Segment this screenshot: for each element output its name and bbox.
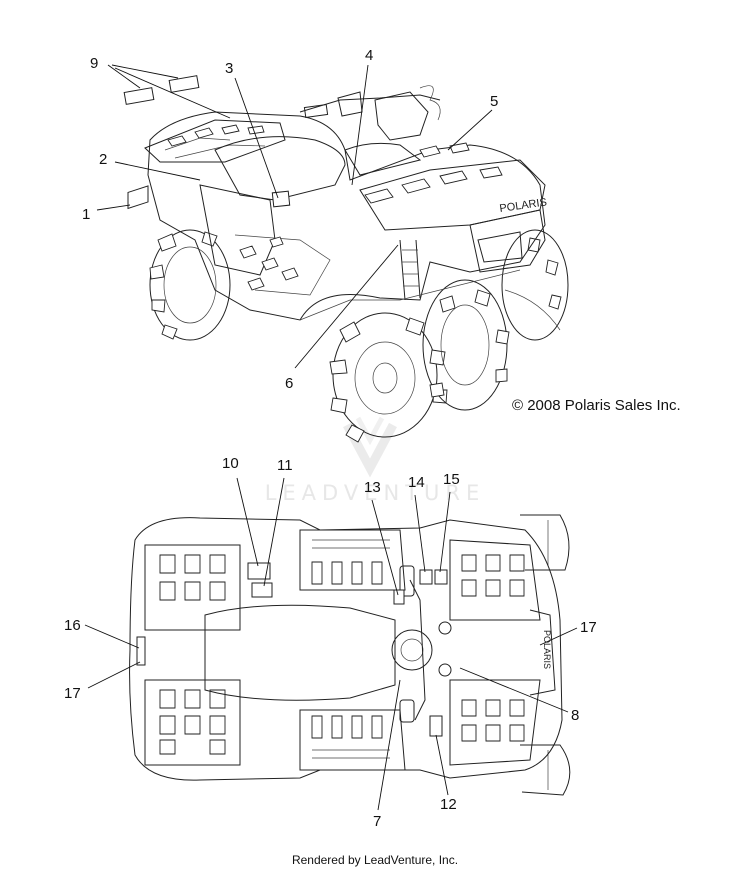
decal-15 (434, 569, 448, 585)
side-view-decals (123, 75, 291, 210)
top-decal-logo: POLARIS (542, 630, 552, 669)
callout-6: 6 (285, 375, 293, 392)
decal-10 (247, 562, 271, 580)
callout-3: 3 (225, 60, 233, 77)
decal-13 (393, 589, 405, 605)
atv-side-view: POLARIS (144, 85, 569, 443)
footer-credit: Rendered by LeadVenture, Inc. (292, 853, 458, 867)
callout-10: 10 (222, 455, 239, 472)
callout-7: 7 (373, 813, 381, 830)
front-right-wheel (422, 279, 510, 411)
callout-15: 15 (443, 471, 460, 488)
decal-9-a (123, 87, 155, 105)
callout-14: 14 (408, 474, 425, 491)
decal-16 (136, 636, 146, 666)
decal-9-b (168, 75, 200, 93)
callout-labels: 1 2 3 4 5 6 9 10 11 13 14 15 16 17 17 8 … (64, 47, 597, 830)
callout-16: 16 (64, 617, 81, 634)
callout-12: 12 (440, 796, 457, 813)
decal-1 (127, 185, 149, 210)
rear-right-wheel (501, 229, 569, 341)
callout-5: 5 (490, 93, 498, 110)
decal-14 (419, 569, 433, 585)
side-view-leaders (96, 64, 493, 369)
copyright-notice: © 2008 Polaris Sales Inc. (512, 397, 681, 414)
callout-11: 11 (277, 457, 293, 474)
front-left-wheel (329, 312, 448, 443)
decal-12 (429, 715, 443, 737)
decal-3 (271, 190, 291, 208)
top-view-leaders (84, 477, 578, 811)
callout-1: 1 (82, 206, 90, 223)
callout-8: 8 (571, 707, 579, 724)
callout-2: 2 (99, 151, 107, 168)
callout-4: 4 (365, 47, 373, 64)
atv-top-view: POLARIS (129, 514, 571, 796)
callout-17-left: 17 (64, 685, 81, 702)
top-view-decals (247, 562, 448, 737)
callout-9: 9 (90, 55, 98, 72)
decal-11 (251, 582, 273, 598)
callout-17-right: 17 (580, 619, 597, 636)
rear-left-wheel (149, 229, 231, 341)
callout-13: 13 (364, 479, 381, 496)
